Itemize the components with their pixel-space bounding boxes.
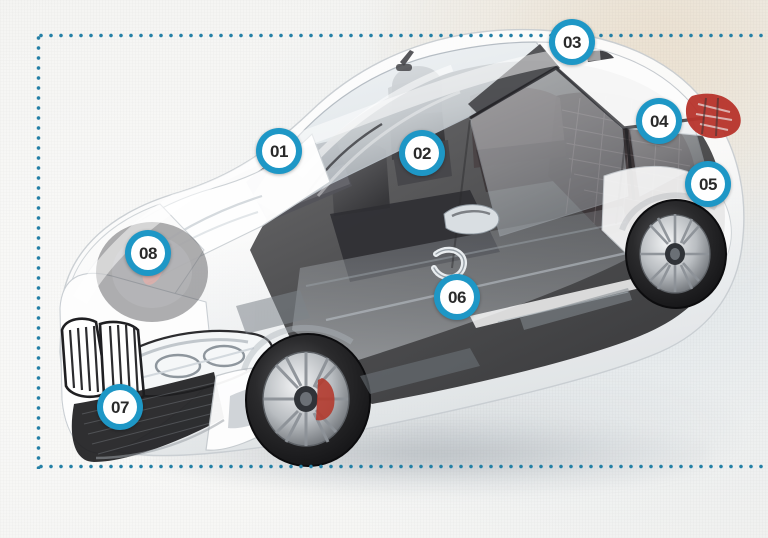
marker-core: 03 [555,25,589,59]
marker-label: 03 [562,32,582,52]
marker-core: 05 [691,167,725,201]
marker-pin-06[interactable]: 06 [434,274,480,320]
marker-label: 05 [698,174,718,194]
marker-label: 04 [649,111,669,131]
marker-core: 07 [103,390,137,424]
marker-core: 08 [131,236,165,270]
marker-pin-07[interactable]: 07 [97,384,143,430]
marker-label: 08 [138,243,158,263]
marker-core: 06 [440,280,474,314]
marker-pin-03[interactable]: 03 [549,19,595,65]
marker-pin-01[interactable]: 01 [256,128,302,174]
marker-core: 02 [405,136,439,170]
marker-pin-02[interactable]: 02 [399,130,445,176]
marker-label: 06 [447,287,467,307]
marker-core: 01 [262,134,296,168]
marker-pin-04[interactable]: 04 [636,98,682,144]
marker-label: 02 [412,143,432,163]
marker-core: 04 [642,104,676,138]
marker-label: 01 [269,141,289,161]
marker-pin-05[interactable]: 05 [685,161,731,207]
marker-pin-08[interactable]: 08 [125,230,171,276]
marker-label: 07 [110,397,130,417]
